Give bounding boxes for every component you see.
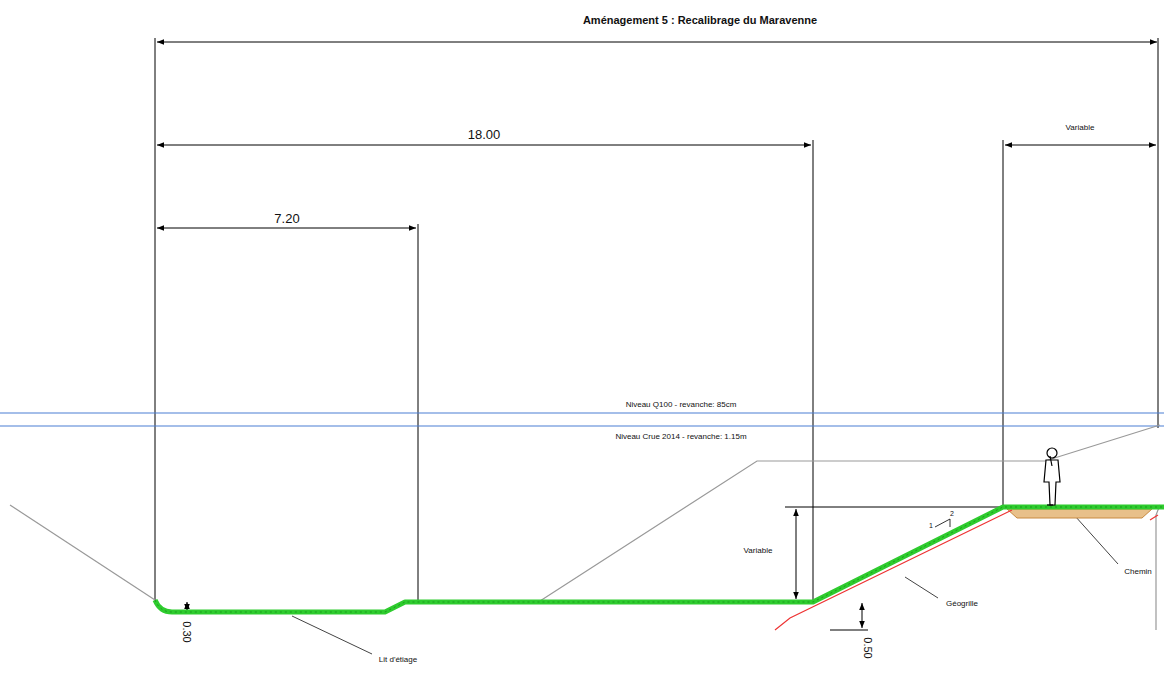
dimension-label: 0.30 (181, 620, 193, 643)
slope-ratio-label: 2 (949, 510, 955, 518)
callout-label: Lit d'étiage (378, 656, 418, 665)
drawing-title: Aménagement 5 : Recalibrage du Maravenne (583, 14, 817, 26)
dimension-label: 18.00 (467, 128, 502, 142)
water-level-label: Niveau Crue 2014 - revanche: 1.15m (614, 433, 747, 442)
water-level-label: Niveau Q100 - revanche: 85cm (625, 401, 738, 410)
dimension-label: 0.50 (862, 636, 874, 659)
dimension-label: 7.20 (273, 212, 300, 226)
dimension-label: Variable (743, 547, 774, 556)
dimension-label: Variable (1065, 124, 1096, 133)
callout-label: Géogrille (945, 600, 979, 609)
callout-label: Chemin (1123, 568, 1153, 577)
slope-ratio-label: 1 (928, 522, 934, 530)
